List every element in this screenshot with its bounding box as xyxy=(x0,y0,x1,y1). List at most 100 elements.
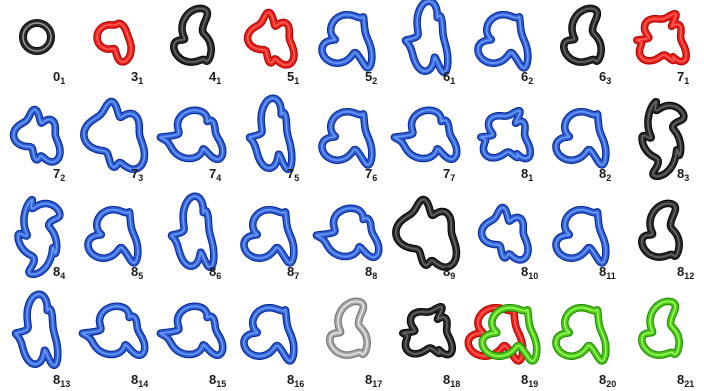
knot-cell-8-17: 817 xyxy=(312,293,390,389)
knot-tube xyxy=(326,297,371,359)
knot-tube xyxy=(11,290,62,370)
crossing-number: 8 xyxy=(287,372,295,387)
knot-cell-8-15: 815 xyxy=(156,293,234,389)
crossing-number: 7 xyxy=(443,166,451,181)
knot-label: 89 xyxy=(443,265,455,281)
crossing-number: 7 xyxy=(365,166,373,181)
crossing-number: 8 xyxy=(599,372,607,387)
knot-tube xyxy=(170,4,215,66)
knot-diagram xyxy=(156,106,227,164)
knot-index: 7 xyxy=(450,173,456,183)
knot-cell-8-20: 820 xyxy=(546,293,624,389)
knot-index: 10 xyxy=(528,271,539,281)
knot-tube xyxy=(9,105,64,166)
knot-index: 3 xyxy=(606,76,612,86)
knot-label: 74 xyxy=(209,166,221,183)
knot-diagram xyxy=(477,106,534,163)
knot-cell-7-5: 75 xyxy=(234,94,312,193)
crossing-number: 8 xyxy=(131,264,139,279)
knot-diagram xyxy=(80,97,149,173)
knot-index: 1 xyxy=(528,173,534,183)
knot-tube xyxy=(318,107,376,169)
knot-diagram xyxy=(633,9,690,66)
knot-tube xyxy=(560,4,605,66)
knot-cell-8-1: 81 xyxy=(468,97,546,193)
knot-tube xyxy=(14,195,64,278)
knot-label: 814 xyxy=(131,373,148,389)
knot-label: 41 xyxy=(209,69,222,86)
knot-cell-8-12: 812 xyxy=(624,195,702,291)
crossing-number: 8 xyxy=(365,372,373,387)
knot-tube xyxy=(156,106,227,164)
knot-index: 19 xyxy=(528,379,539,389)
knot-cell-8-13: 813 xyxy=(0,290,78,389)
knot-cell-8-3: 83 xyxy=(624,97,702,193)
crossing-number: 7 xyxy=(677,69,685,84)
knot-index: 18 xyxy=(450,379,461,389)
knot-diagram xyxy=(170,4,215,66)
knot-tube xyxy=(552,303,610,365)
knot-label: 84 xyxy=(53,265,66,281)
knot-tube xyxy=(477,106,534,163)
knot-diagram xyxy=(245,94,296,174)
crossing-number: 4 xyxy=(209,69,217,84)
crossing-number: 3 xyxy=(131,69,139,84)
knot-cell-8-5: 85 xyxy=(78,195,156,291)
knot-label: 815 xyxy=(209,373,227,389)
knot-tube xyxy=(390,106,461,164)
knot-index: 1 xyxy=(684,76,690,86)
knot-label: 88 xyxy=(365,265,377,281)
knot-index: 6 xyxy=(216,271,222,281)
knot-index: 1 xyxy=(294,76,300,86)
knot-index: 15 xyxy=(216,379,227,389)
knot-label: 31 xyxy=(131,69,143,86)
knot-cell-8-14: 814 xyxy=(78,293,156,389)
knot-diagram xyxy=(167,192,218,272)
knot-label: 52 xyxy=(365,70,377,86)
crossing-number: 8 xyxy=(677,166,685,181)
knot-diagram xyxy=(93,19,135,66)
crossing-number: 7 xyxy=(209,166,217,181)
knot-diagram xyxy=(552,107,610,169)
knot-label: 51 xyxy=(287,70,300,86)
knot-cell-8-16: 816 xyxy=(234,293,312,389)
knot-label: 71 xyxy=(677,69,690,86)
knot-label: 73 xyxy=(131,167,143,183)
knot-tube xyxy=(167,192,218,272)
knot-index: 20 xyxy=(606,379,617,389)
knot-diagram xyxy=(11,290,62,370)
knot-label: 811 xyxy=(599,264,616,281)
knot-diagram xyxy=(326,297,371,359)
knot-tube xyxy=(80,97,149,173)
knot-index: 3 xyxy=(684,173,690,183)
knot-label: 72 xyxy=(53,167,65,183)
knot-diagram xyxy=(312,204,383,262)
knot-tube xyxy=(638,199,683,261)
knot-index: 6 xyxy=(372,173,378,183)
knot-diagram xyxy=(9,105,64,166)
crossing-number: 8 xyxy=(521,372,529,387)
knot-cell-5-1: 51 xyxy=(234,0,312,96)
knot-tube xyxy=(633,9,690,66)
knot-diagram xyxy=(399,302,456,359)
crossing-number: 0 xyxy=(53,69,61,84)
knot-diagram xyxy=(392,195,461,271)
knot-cell-8-10: 810 xyxy=(468,195,546,291)
crossing-number: 8 xyxy=(521,166,529,181)
knot-index: 2 xyxy=(528,76,534,86)
crossing-number: 8 xyxy=(599,264,607,279)
knot-tube xyxy=(477,203,532,264)
knot-index: 7 xyxy=(294,271,300,281)
knot-cell-8-2: 82 xyxy=(546,97,624,193)
knot-label: 81 xyxy=(521,166,534,183)
knot-diagram xyxy=(638,297,683,359)
knot-tube xyxy=(156,302,227,360)
knot-index: 13 xyxy=(60,379,71,389)
knot-tube xyxy=(638,297,683,359)
knot-label: 820 xyxy=(599,372,617,389)
knot-index: 1 xyxy=(216,76,222,86)
knot-label: 813 xyxy=(53,373,71,389)
knot-tube xyxy=(245,94,296,174)
knot-label: 83 xyxy=(677,166,690,183)
knot-index: 4 xyxy=(60,271,66,281)
